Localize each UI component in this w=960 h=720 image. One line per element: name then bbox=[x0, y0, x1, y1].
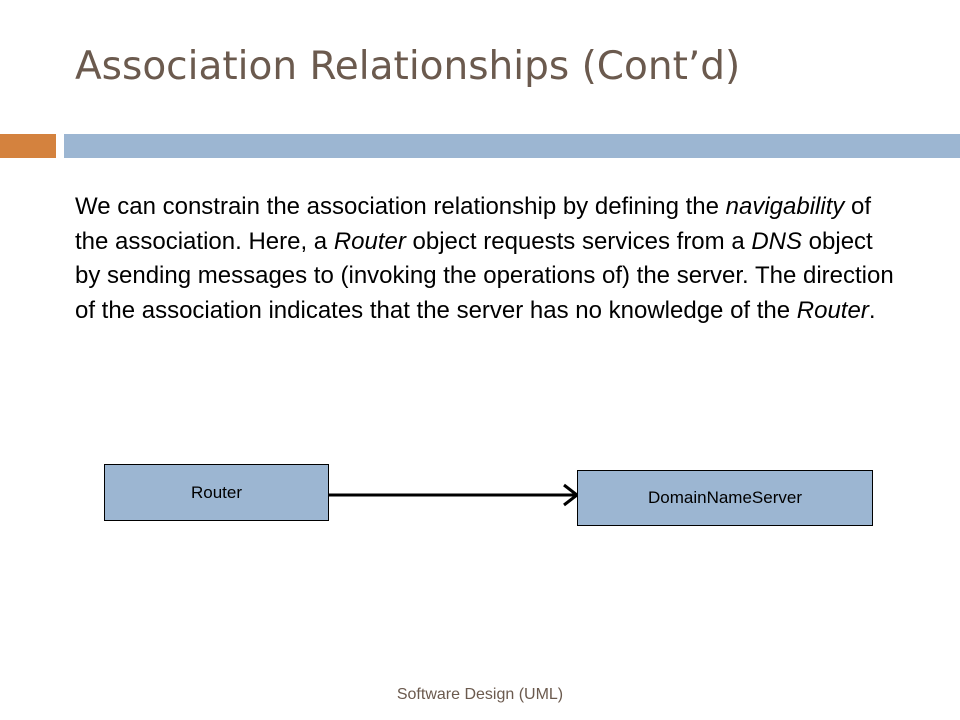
body-text-segment: We can constrain the association relatio… bbox=[75, 193, 726, 220]
header-bar bbox=[64, 134, 960, 158]
router-class-label: Router bbox=[190, 482, 243, 502]
body-emphasis-navigability: navigability bbox=[725, 193, 845, 220]
body-text-segment: of the association. Here, a bbox=[75, 193, 872, 255]
association-arrow bbox=[328, 483, 580, 507]
body-text-segment: object by sending messages to (invoking … bbox=[75, 227, 894, 324]
dns-class-box: DomainNameServer bbox=[577, 470, 873, 526]
body-emphasis-router: Router bbox=[333, 227, 406, 255]
slide-title: Association Relationships (Cont’d) bbox=[75, 44, 741, 89]
body-paragraph: We can constrain the association relatio… bbox=[75, 190, 895, 328]
body-text-segment: object requests services from a bbox=[405, 227, 752, 255]
slide-footer: Software Design (UML) bbox=[396, 686, 564, 703]
accent-bar bbox=[0, 134, 56, 158]
body-emphasis-router-2: Router bbox=[796, 296, 869, 324]
router-class-box: Router bbox=[104, 464, 329, 521]
body-text-segment: . bbox=[868, 296, 876, 324]
body-emphasis-dns: DNS bbox=[751, 227, 802, 255]
dns-class-label: DomainNameServer bbox=[648, 488, 802, 507]
